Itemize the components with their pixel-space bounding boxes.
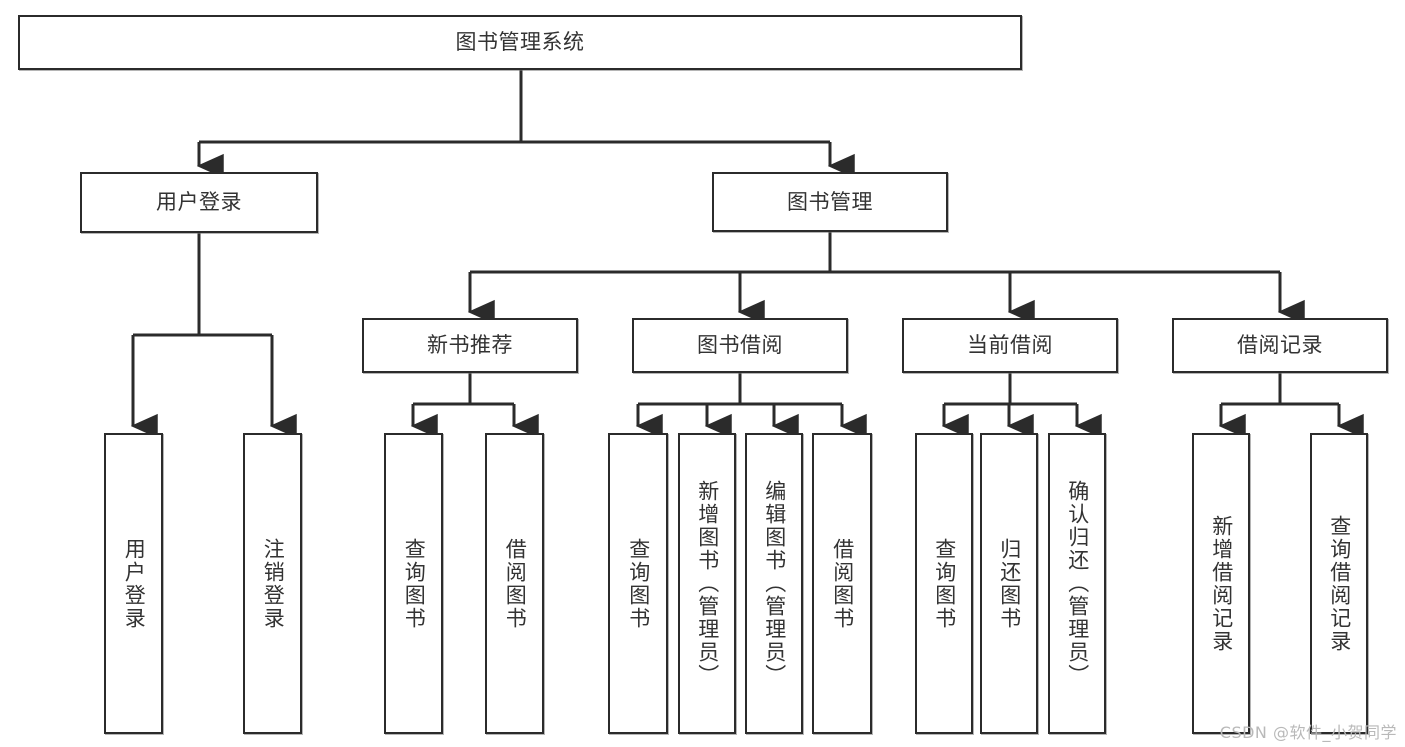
- node-leaf-bookborrow-query-book[interactable]: 查询图书: [608, 433, 668, 734]
- node-leaf-user-login-signin[interactable]: 用户登录: [104, 433, 163, 734]
- node-leaf-bookborrow-edit-book-admin[interactable]: 编辑图书（管理员）: [745, 433, 803, 734]
- node-leaf-bookborrow-borrow-book[interactable]: 借阅图书: [812, 433, 872, 734]
- node-leaf-newbook-query-book[interactable]: 查询图书: [384, 433, 443, 734]
- node-book-management[interactable]: 图书管理: [712, 172, 948, 232]
- node-label: 图书借阅: [697, 333, 783, 358]
- node-label: 查询图书: [932, 537, 957, 630]
- node-new-book-recommend[interactable]: 新书推荐: [362, 318, 578, 373]
- node-label: 借阅图书: [830, 537, 855, 630]
- node-label: 图书管理系统: [455, 30, 585, 55]
- node-label: 借阅记录: [1237, 333, 1323, 358]
- csdn-watermark: CSDN @软件_小贺同学: [1219, 723, 1397, 742]
- node-leaf-borrowrecord-query-record[interactable]: 查询借阅记录: [1310, 433, 1368, 734]
- node-label: 用户登录: [156, 190, 242, 215]
- node-label: 查询图书: [626, 537, 651, 630]
- node-leaf-currentborrow-confirm-return-admin[interactable]: 确认归还（管理员）: [1048, 433, 1106, 734]
- node-label: 新增图书（管理员）: [695, 480, 720, 687]
- node-leaf-user-login-signout[interactable]: 注销登录: [243, 433, 302, 734]
- node-label: 编辑图书（管理员）: [762, 480, 787, 687]
- node-borrow-record[interactable]: 借阅记录: [1172, 318, 1388, 373]
- node-leaf-newbook-borrow-book[interactable]: 借阅图书: [485, 433, 544, 734]
- node-label: 确认归还（管理员）: [1065, 480, 1090, 687]
- node-label: 查询图书: [402, 537, 427, 630]
- node-leaf-currentborrow-query-book[interactable]: 查询图书: [915, 433, 973, 734]
- node-label: 注销登录: [261, 537, 286, 630]
- node-label: 归还图书: [997, 537, 1022, 630]
- node-root-book-management-system[interactable]: 图书管理系统: [18, 15, 1022, 70]
- node-book-borrow[interactable]: 图书借阅: [632, 318, 848, 373]
- node-label: 借阅图书: [503, 537, 528, 630]
- node-label: 图书管理: [787, 189, 873, 214]
- node-label: 新书推荐: [427, 333, 513, 358]
- node-current-borrow[interactable]: 当前借阅: [902, 318, 1118, 373]
- node-label: 用户登录: [122, 537, 147, 630]
- node-leaf-borrowrecord-add-record[interactable]: 新增借阅记录: [1192, 433, 1250, 734]
- node-leaf-currentborrow-return-book[interactable]: 归还图书: [980, 433, 1038, 734]
- node-leaf-bookborrow-add-book-admin[interactable]: 新增图书（管理员）: [678, 433, 736, 734]
- node-label: 查询借阅记录: [1327, 514, 1352, 653]
- node-label: 新增借阅记录: [1209, 514, 1234, 653]
- node-label: 当前借阅: [967, 333, 1053, 358]
- node-user-login[interactable]: 用户登录: [80, 172, 318, 233]
